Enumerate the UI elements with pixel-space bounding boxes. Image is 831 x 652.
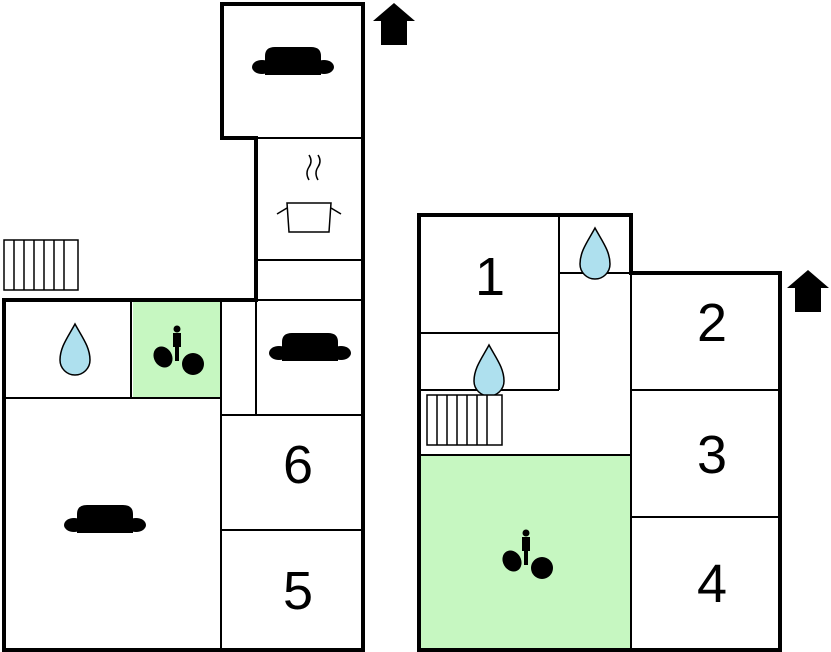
room-number-1: 1: [475, 247, 505, 307]
stairs-icon: [426, 394, 503, 446]
water-drop-icon: [473, 344, 505, 397]
room-number-2: 2: [697, 293, 727, 353]
room-number-3: 3: [697, 425, 727, 485]
house-entrance-icon: [787, 270, 829, 312]
sofa-icon: [252, 47, 334, 84]
billiard-ball-label: 8: [190, 359, 195, 369]
room-number-5: 5: [283, 561, 313, 621]
sofa-icon: [64, 505, 146, 542]
billiard-ball-label: 8: [539, 563, 544, 573]
right-unit: 8 1 2 3 4: [417, 213, 829, 652]
right-outer-wall: [417, 213, 782, 652]
left-interior-walls: [4, 137, 363, 650]
game-room-icon: 8: [498, 529, 553, 581]
water-drop-icon: [579, 227, 611, 280]
house-entrance-icon: [373, 3, 415, 45]
right-interior-walls: [419, 215, 780, 650]
room-number-4: 4: [697, 554, 727, 614]
stairs-icon: [3, 239, 79, 291]
left-outer-wall: [2, 2, 365, 652]
cooking-pot-icon: [276, 154, 342, 233]
water-drop-icon: [59, 323, 91, 376]
left-unit: 8 6 5: [2, 2, 415, 652]
room-number-6: 6: [283, 435, 313, 495]
game-room-icon: 8: [149, 325, 204, 377]
sofa-icon: [269, 333, 351, 370]
